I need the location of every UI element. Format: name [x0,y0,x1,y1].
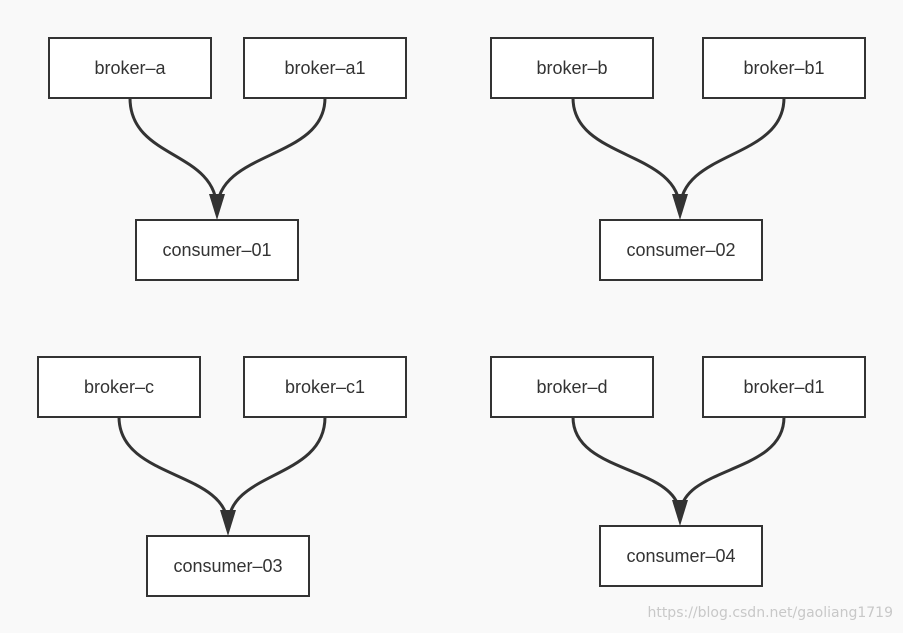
node-broker-c[interactable]: broker–c [37,356,201,418]
edge-broker-d1-to-consumer-04 [678,416,786,517]
edge-broker-a1-to-consumer-01 [215,97,327,211]
node-consumer-02[interactable]: consumer–02 [599,219,763,281]
edge-broker-a-to-consumer-01 [128,97,219,211]
node-broker-b[interactable]: broker–b [490,37,654,99]
arrowhead-consumer-03 [220,510,236,536]
node-broker-d[interactable]: broker–d [490,356,654,418]
watermark-text: https://blog.csdn.net/gaoliang1719 [647,605,893,621]
node-broker-d1[interactable]: broker–d1 [702,356,866,418]
arrowhead-consumer-04 [672,500,688,526]
edge-broker-c1-to-consumer-03 [226,416,327,527]
node-broker-c1[interactable]: broker–c1 [243,356,407,418]
node-consumer-01[interactable]: consumer–01 [135,219,299,281]
edge-broker-d-to-consumer-04 [571,416,682,517]
node-broker-b1[interactable]: broker–b1 [702,37,866,99]
node-consumer-04[interactable]: consumer–04 [599,525,763,587]
arrowhead-consumer-01 [209,194,225,220]
node-broker-a[interactable]: broker–a [48,37,212,99]
node-consumer-03[interactable]: consumer–03 [146,535,310,597]
edge-broker-b-to-consumer-02 [571,97,682,211]
edge-broker-b1-to-consumer-02 [678,97,786,211]
node-broker-a1[interactable]: broker–a1 [243,37,407,99]
edge-broker-c-to-consumer-03 [117,416,230,527]
arrowhead-consumer-02 [672,194,688,220]
